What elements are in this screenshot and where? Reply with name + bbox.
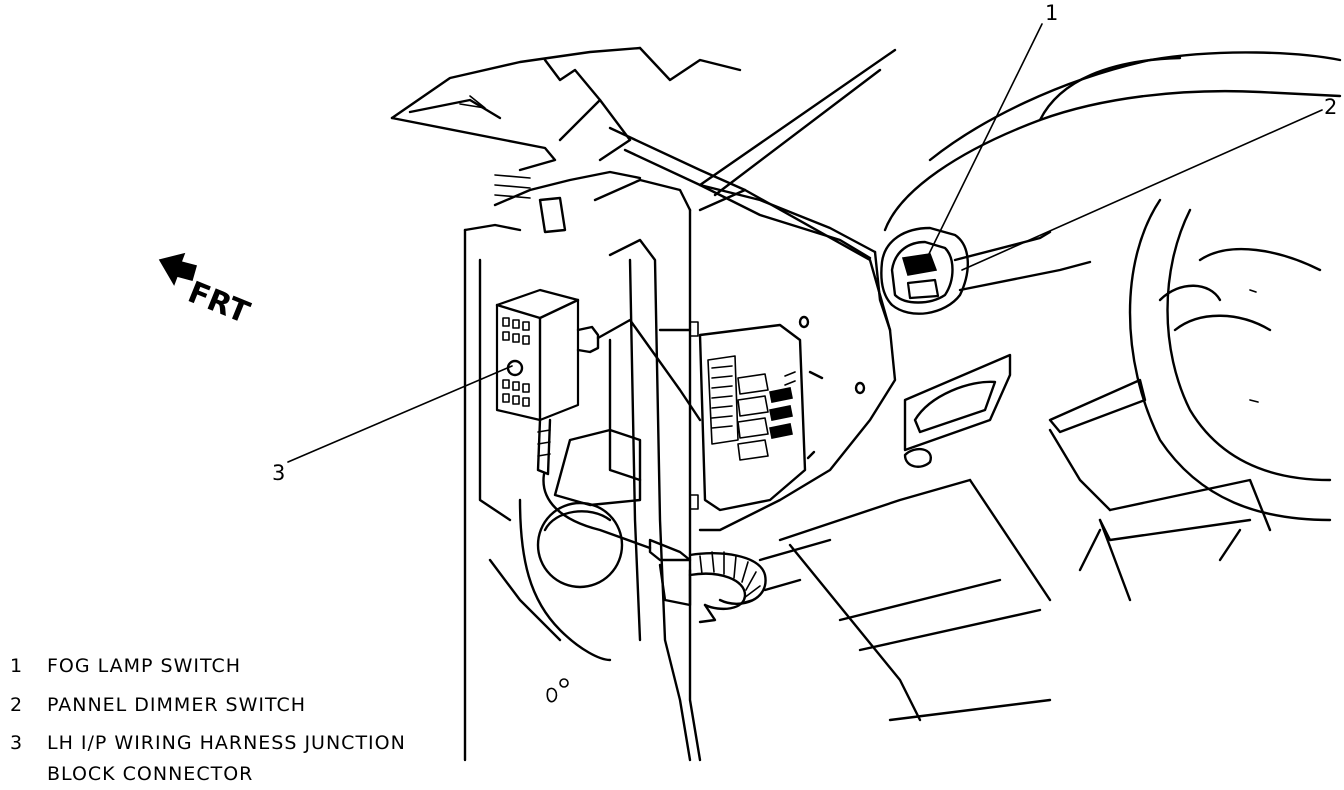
lower-dash xyxy=(778,428,1272,722)
frt-label: FRT xyxy=(183,275,255,331)
callouts: 1 2 3 xyxy=(272,1,1337,485)
center-pillar xyxy=(553,208,702,762)
steering-wheel xyxy=(1128,198,1332,522)
junction-block-connector xyxy=(495,288,702,550)
callout-2-number: 2 xyxy=(1324,95,1337,119)
wiring-harness xyxy=(648,538,832,624)
legend-1-text: FOG LAMP SWITCH xyxy=(47,655,241,677)
callout-3-leader xyxy=(287,365,513,463)
dash-top xyxy=(698,48,1342,332)
windshield-pillar xyxy=(390,46,872,260)
callout-2-leader xyxy=(961,109,1323,271)
kick-panel xyxy=(463,223,624,762)
legend-2-number: 2 xyxy=(10,694,23,716)
switch-cluster xyxy=(880,226,1092,315)
legend-3-text: LH I/P WIRING HARNESS JUNCTION xyxy=(47,732,406,754)
legend-3-number: 3 xyxy=(10,732,23,754)
callout-1-leader xyxy=(924,23,1043,263)
fuse-block xyxy=(689,188,897,532)
callout-1-number: 1 xyxy=(1045,1,1058,25)
dash-vent xyxy=(903,353,1147,468)
connector-pins xyxy=(502,317,530,407)
legend: 1 FOG LAMP SWITCH 2 PANNEL DIMMER SWITCH… xyxy=(10,655,406,785)
legend-1-number: 1 xyxy=(10,655,23,677)
callout-3-number: 3 xyxy=(272,461,285,485)
legend-3-text-line2: BLOCK CONNECTOR xyxy=(47,763,253,785)
front-direction-arrow: FRT xyxy=(158,252,255,331)
arrow-icon xyxy=(158,252,197,286)
legend-2-text: PANNEL DIMMER SWITCH xyxy=(47,694,306,716)
